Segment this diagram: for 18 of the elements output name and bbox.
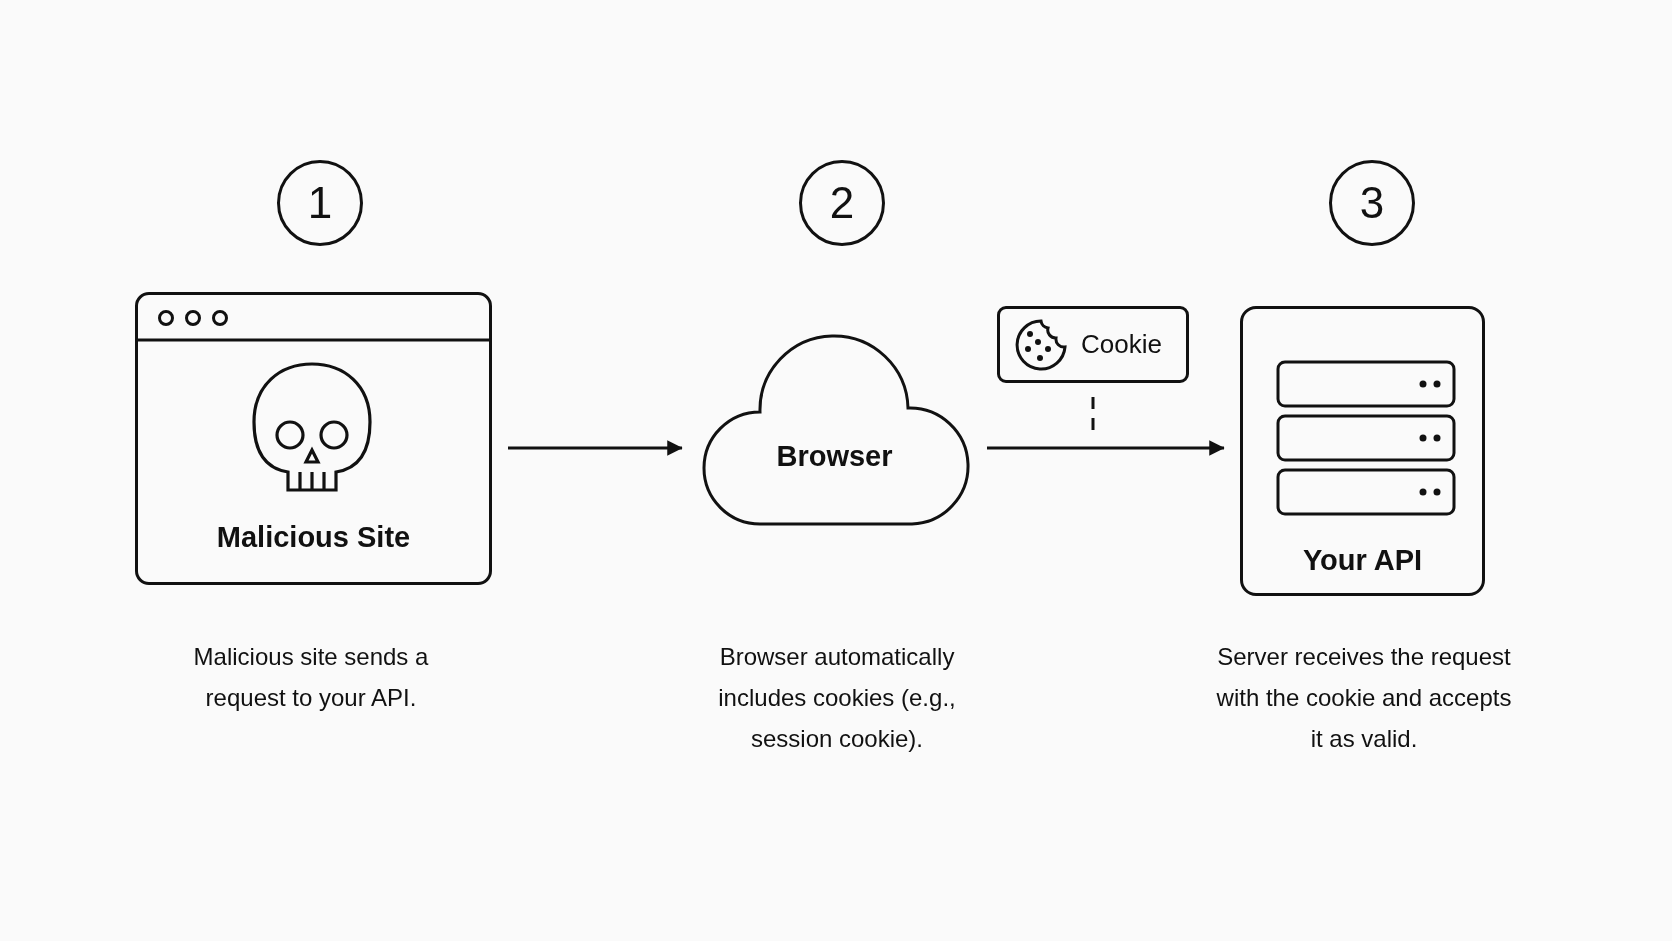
server-card bbox=[1240, 306, 1485, 596]
node-label: Your API bbox=[1302, 544, 1423, 577]
step-caption: Browser automatically includes cookies (e.g., session cookie). bbox=[717, 642, 957, 754]
arrow bbox=[508, 440, 683, 456]
browser-window bbox=[135, 292, 492, 585]
node-label: Cookie bbox=[1081, 329, 1162, 360]
step-caption: Malicious site sends a request to your API. bbox=[192, 642, 430, 713]
step-circle bbox=[277, 160, 363, 246]
node-label: Malicious Site bbox=[216, 521, 411, 554]
node-label: Browser bbox=[776, 440, 893, 473]
step-circle bbox=[1329, 160, 1415, 246]
step-number: 3 bbox=[1359, 178, 1385, 228]
arrow bbox=[987, 440, 1225, 456]
cookie-tag bbox=[997, 306, 1189, 383]
step-circle bbox=[799, 160, 885, 246]
step-caption: Server receives the request with the cookie and accepts it as valid. bbox=[1215, 642, 1513, 754]
step-number: 2 bbox=[829, 178, 855, 228]
step-number: 1 bbox=[307, 178, 333, 228]
